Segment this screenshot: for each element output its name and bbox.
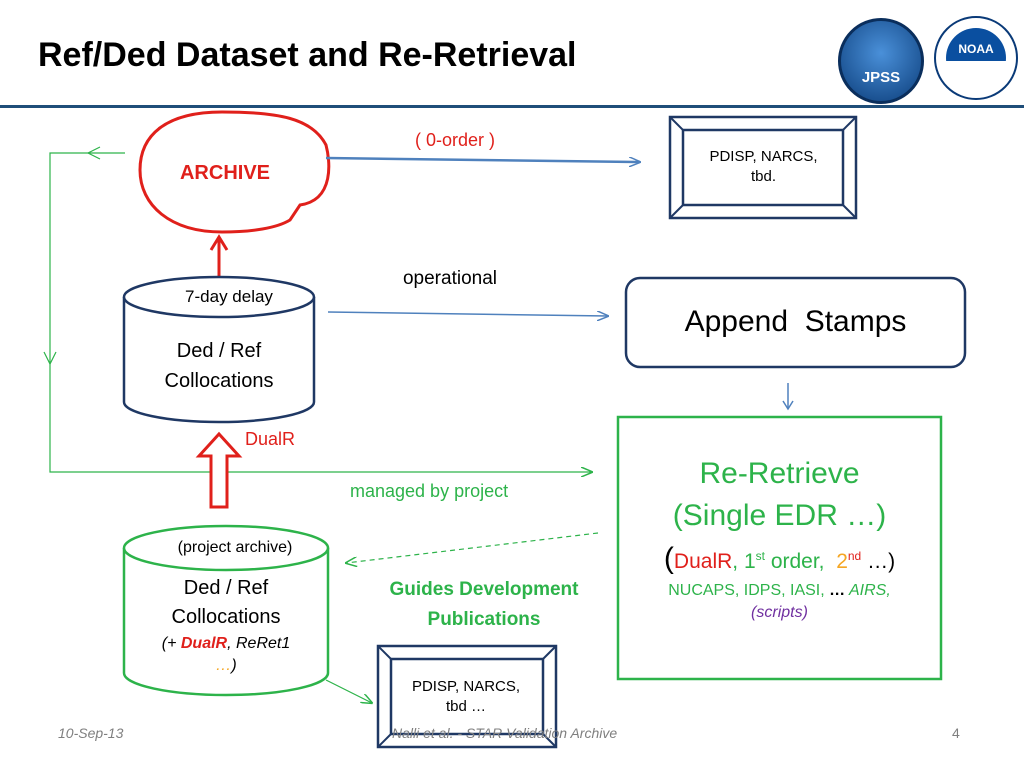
noaa-logo: NOAA (934, 16, 1018, 100)
jpss-logo: JPSS (838, 18, 924, 104)
reretrieve-dualr: DualR (673, 550, 733, 573)
append-stamps-box (624, 276, 967, 369)
reretrieve-algorithms: NUCAPS, IDPS, IASI, (668, 582, 830, 599)
managed-dashed-arrow (346, 532, 599, 563)
reretrieve-second: 2 (836, 550, 848, 573)
cyl-bottom-reret: , ReRet1 (227, 635, 291, 652)
cyl-bottom-close: ) (231, 657, 237, 674)
pdisp-top-text: PDISP, NARCS, tbd. (686, 147, 841, 187)
footer-center: Nalli et al. - STAR Validation Archive (392, 725, 618, 741)
reretrieve-airs: AIRS, (845, 582, 891, 599)
jpss-logo-text: JPSS (861, 69, 901, 86)
reretrieve-line4: NUCAPS, IDPS, IASI, … AIRS, (620, 580, 939, 602)
guides-line1: Guides Development (389, 579, 579, 600)
page-title: Ref/Ded Dataset and Re-Retrieval (38, 36, 577, 74)
cyl-bottom-dualr: DualR (180, 635, 228, 652)
cylinder-top (122, 275, 316, 424)
cylinder-bottom-text: Ded / Ref Collocations (+ DualR, ReRet1 … (128, 574, 324, 676)
pdisp-bottom-line2: tbd … (445, 698, 487, 715)
reretrieve-line1: Re-Retrieve (699, 457, 860, 490)
cylinder-top-text: Ded / Ref Collocations (129, 336, 309, 396)
to-pdisp-bottom-arrow (325, 679, 372, 703)
reretrieve-line5: (scripts) (751, 604, 808, 621)
cylinder-bottom-line1: Ded / Ref (183, 577, 269, 599)
footer-page: 4 (952, 725, 960, 741)
dualr-label: DualR (245, 429, 296, 449)
pdisp-top-line1: PDISP, NARCS, (709, 148, 818, 165)
reretrieve-box (616, 415, 943, 681)
operational-label: operational (402, 268, 498, 289)
feedback-loop-arrow (43, 146, 592, 472)
append-stamps-label: Append Stamps (684, 305, 907, 338)
cylinder-bottom-line4: …) (128, 656, 324, 676)
reretrieve-line3: (DualR, 1st order, 2nd …) (620, 538, 939, 580)
reretrieve-text: Re-Retrieve (Single EDR …) (DualR, 1st o… (620, 454, 939, 624)
title-rule (0, 105, 1024, 108)
reretrieve-order: order, (764, 550, 837, 573)
cylinder-bottom (122, 524, 330, 697)
zero-order-arrow (325, 156, 640, 162)
cylinder-bottom-header: (project archive) (177, 539, 293, 556)
cylinder-top-line2: Collocations (164, 370, 274, 392)
cylinder-bottom-line2: Collocations (171, 606, 281, 628)
guides-line2: Publications (427, 609, 541, 630)
managed-label: managed by project (350, 481, 509, 501)
archive-label: ARCHIVE (179, 162, 270, 184)
reretrieve-line2: (Single EDR …) (672, 499, 887, 532)
pdisp-top-box (668, 115, 858, 220)
pdisp-bottom-box (376, 644, 558, 749)
cylinder-bottom-line3: (+ DualR, ReRet1 (128, 632, 324, 656)
cyl-bottom-dots: … (215, 657, 232, 674)
operational-arrow (327, 312, 608, 316)
cylinder-top-header: 7-day delay (185, 287, 273, 306)
guides-text: Guides Development Publications (364, 575, 604, 635)
cylinder-top-line1: Ded / Ref (176, 340, 262, 362)
reretrieve-first: , 1 (732, 550, 756, 573)
pdisp-top-line2: tbd. (750, 168, 777, 185)
cyl-bottom-plus: (+ (161, 635, 181, 652)
zero-order-label: ( 0-order ) (414, 130, 495, 150)
reretrieve-sup-nd: nd (847, 549, 862, 563)
reretrieve-close: …) (861, 550, 896, 573)
pdisp-bottom-line1: PDISP, NARCS, (411, 678, 521, 695)
pdisp-bottom-text: PDISP, NARCS, tbd … (392, 677, 540, 717)
footer-date: 10-Sep-13 (58, 725, 124, 741)
noaa-logo-text: NOAA (958, 42, 994, 56)
reretrieve-dots: … (829, 582, 846, 599)
reretrieve-open-paren: ( (663, 542, 674, 575)
reretrieve-sup-st: st (755, 549, 765, 563)
archive-bubble (138, 110, 331, 234)
dualr-up-arrow (195, 431, 243, 509)
